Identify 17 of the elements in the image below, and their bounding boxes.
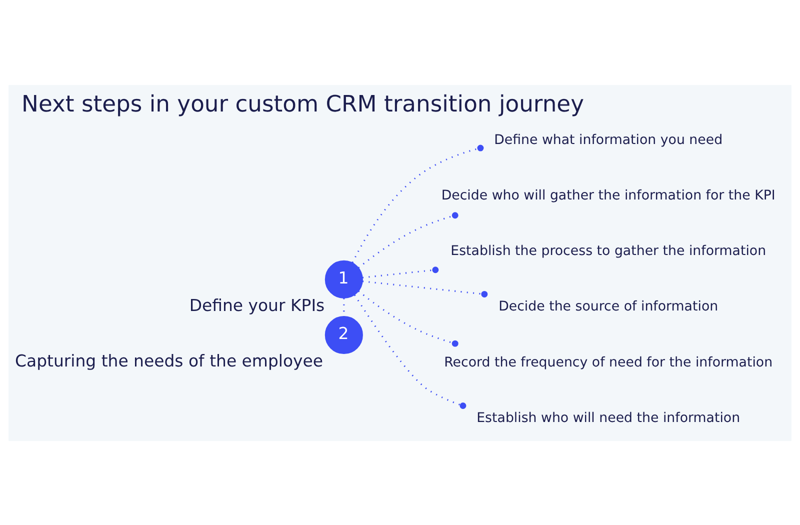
node-label: Define your KPIs [189,296,325,315]
node-text: Establish who will need the information [476,410,740,426]
connector [352,144,484,262]
connector [354,294,466,408]
node-circle: 2 [324,316,363,354]
node-text: Define what information you need [494,132,723,148]
diagram-title: Next steps in your custom CRM transition journey [22,90,584,117]
connector [358,212,458,268]
node-text: Decide who will gather the information for the KPI [441,188,776,204]
node-circle: 1 [324,260,363,298]
node-text: Decide the source of information [498,299,718,314]
node-label: Capturing the needs of the employee [15,351,324,370]
connector [362,280,488,297]
connector [362,266,439,278]
node-text: Record the frequency of need for the information [444,354,773,370]
node-text: Establish the process to gather the information [450,244,766,259]
connector [358,290,458,346]
